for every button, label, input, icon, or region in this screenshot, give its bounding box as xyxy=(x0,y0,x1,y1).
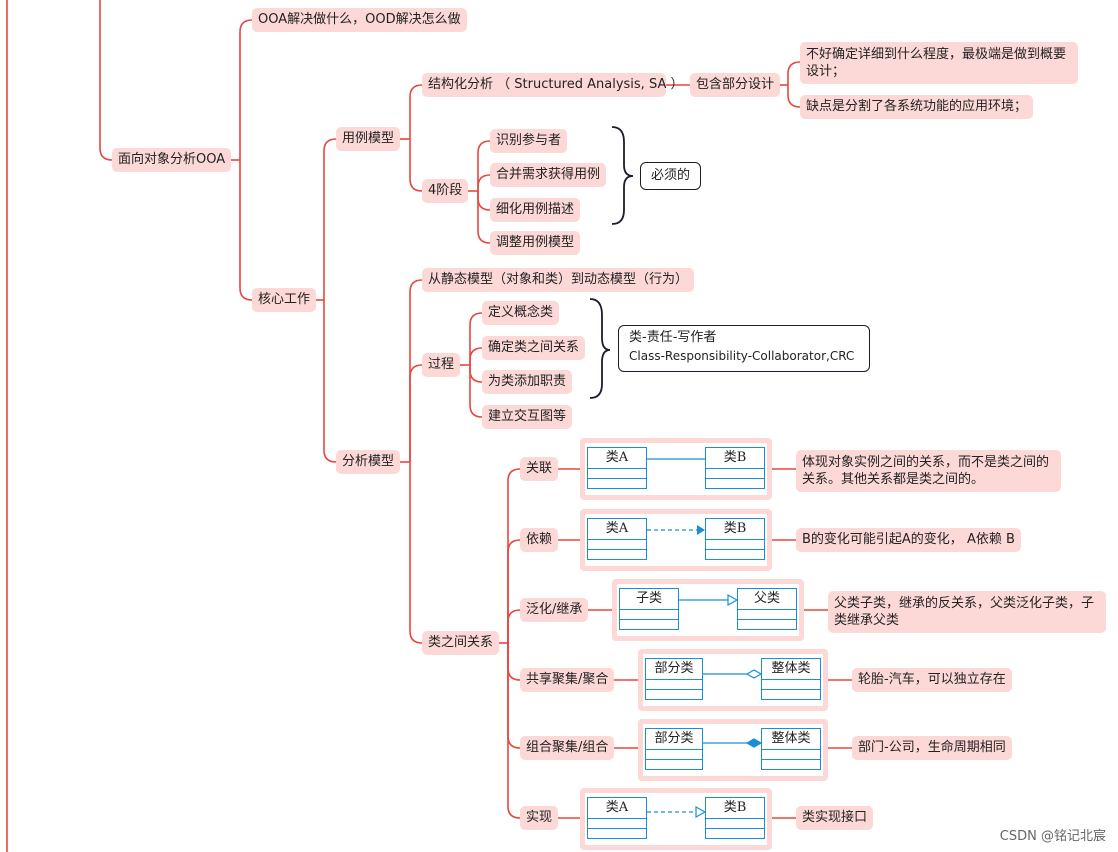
node-aggregation[interactable]: 共享聚集/聚合 xyxy=(520,668,615,692)
node-analysis-model[interactable]: 分析模型 xyxy=(336,450,401,474)
node-proc-1[interactable]: 定义概念类 xyxy=(482,301,560,325)
node-dependency[interactable]: 依赖 xyxy=(520,528,559,552)
uml-class-b: 类B xyxy=(705,797,765,839)
watermark: CSDN @铭记北宸 xyxy=(999,829,1106,844)
node-realization-desc[interactable]: 类实现接口 xyxy=(796,806,874,830)
uml-aggregation: 部分类 整体类 xyxy=(638,649,828,711)
node-core-work[interactable]: 核心工作 xyxy=(252,288,317,312)
node-use-case-model[interactable]: 用例模型 xyxy=(336,127,401,151)
uml-part-class: 部分类 xyxy=(645,658,703,700)
uml-class-b: 类B xyxy=(705,447,765,489)
crc-line-1: 类-责任-写作者 xyxy=(629,330,717,345)
node-generalization[interactable]: 泛化/继承 xyxy=(520,598,589,622)
uml-class-a: 类A xyxy=(587,447,647,489)
node-ooa-vs-ood[interactable]: OOA解决做什么，OOD解决怎么做 xyxy=(252,8,467,32)
node-static-to-dynamic[interactable]: 从静态模型（对象和类）到动态模型（行为） xyxy=(422,268,695,292)
node-four-stages[interactable]: 4阶段 xyxy=(422,179,469,203)
node-proc-3[interactable]: 为类添加职责 xyxy=(482,370,573,394)
node-association-desc[interactable]: 体现对象实例之间的关系，而不是类之间的关系。其他关系都是类之间的。 xyxy=(796,450,1061,492)
node-sa-note-1[interactable]: 不好确定详细到什么程度，最极端是做到概要设计； xyxy=(800,42,1078,84)
node-association[interactable]: 关联 xyxy=(520,457,559,481)
uml-composition: 部分类 整体类 xyxy=(638,719,828,781)
node-stage-2[interactable]: 合并需求获得用例 xyxy=(490,163,607,187)
node-stage-3[interactable]: 细化用例描述 xyxy=(490,198,581,222)
callout-must[interactable]: 必须的 xyxy=(640,162,702,190)
uml-whole-class: 整体类 xyxy=(761,728,821,770)
node-class-relations[interactable]: 类之间关系 xyxy=(422,631,500,655)
uml-dependency: 类A 类B xyxy=(580,509,772,571)
uml-parent-class: 父类 xyxy=(737,588,797,630)
node-realization[interactable]: 实现 xyxy=(520,806,559,830)
node-generalization-desc[interactable]: 父类子类，继承的反关系，父类泛化子类，子类继承父类 xyxy=(828,591,1106,633)
crc-line-2: Class-Responsibility-Collaborator,CRC xyxy=(629,349,855,363)
uml-class-a: 类A xyxy=(587,518,647,560)
uml-association: 类A 类B xyxy=(580,438,772,500)
node-sa-note-2[interactable]: 缺点是分割了各系统功能的应用环境； xyxy=(800,95,1034,119)
uml-whole-class: 整体类 xyxy=(761,658,821,700)
uml-generalization: 子类 父类 xyxy=(612,579,804,641)
node-proc-2[interactable]: 确定类之间关系 xyxy=(482,336,586,360)
uml-class-b: 类B xyxy=(705,518,765,560)
node-dependency-desc[interactable]: B的变化可能引起A的变化， A依赖 B xyxy=(796,528,1021,552)
node-composition[interactable]: 组合聚集/组合 xyxy=(520,736,615,760)
callout-crc[interactable]: 类-责任-写作者 Class-Responsibility-Collaborat… xyxy=(618,325,870,372)
node-composition-desc[interactable]: 部门-公司，生命周期相同 xyxy=(852,736,1012,760)
uml-child-class: 子类 xyxy=(619,588,679,630)
node-proc-4[interactable]: 建立交互图等 xyxy=(482,405,573,429)
node-partial-design[interactable]: 包含部分设计 xyxy=(690,73,781,97)
node-structured-analysis[interactable]: 结构化分析 （ Structured Analysis, SA ） xyxy=(422,73,683,97)
node-stage-1[interactable]: 识别参与者 xyxy=(490,129,568,153)
node-stage-4[interactable]: 调整用例模型 xyxy=(490,231,581,255)
uml-class-a: 类A xyxy=(587,797,647,839)
node-process[interactable]: 过程 xyxy=(422,353,461,377)
node-ooa[interactable]: 面向对象分析OOA xyxy=(112,148,232,172)
uml-realization: 类A 类B xyxy=(580,788,772,850)
node-aggregation-desc[interactable]: 轮胎-汽车，可以独立存在 xyxy=(852,668,1012,692)
uml-part-class: 部分类 xyxy=(645,728,703,770)
